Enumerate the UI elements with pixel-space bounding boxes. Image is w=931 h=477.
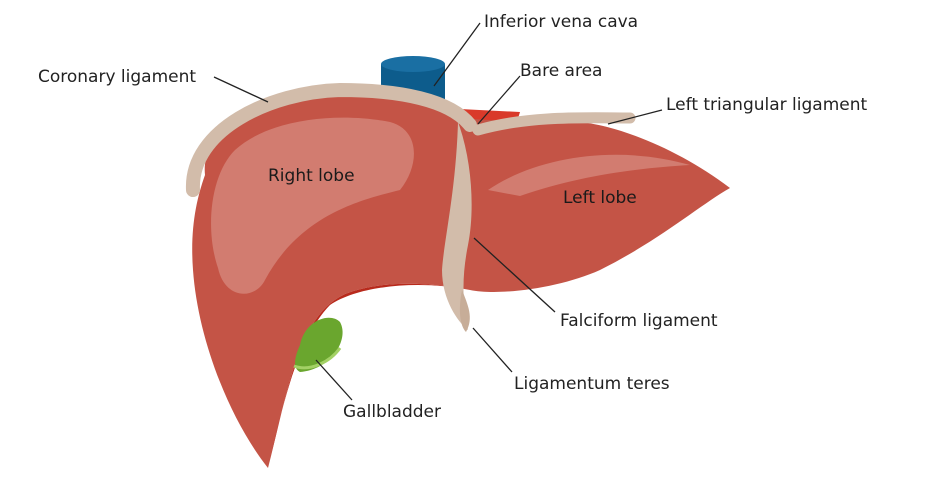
leader-falciform-ligament: [473, 237, 556, 313]
ligamentum-teres: [459, 290, 470, 332]
leader-coronary-ligament: [213, 76, 269, 103]
vena-cava-top: [381, 56, 445, 72]
label-ligamentum-teres: Ligamentum teres: [514, 374, 670, 394]
leader-bare-area: [477, 75, 521, 125]
label-inferior-vena-cava: Inferior vena cava: [484, 12, 638, 32]
label-coronary-ligament: Coronary ligament: [38, 67, 196, 87]
label-gallbladder: Gallbladder: [343, 402, 441, 422]
right-lobe-highlight: [211, 117, 414, 294]
label-falciform-ligament: Falciform ligament: [560, 311, 718, 331]
leader-inferior-vena-cava: [433, 22, 481, 87]
leader-ligamentum-teres: [472, 327, 513, 373]
left-triangular-ligament: [472, 112, 636, 136]
label-bare-area: Bare area: [520, 61, 602, 81]
coronary-ligament: [185, 82, 477, 197]
label-right-lobe: Right lobe: [268, 166, 355, 186]
falciform-ligament: [442, 122, 472, 330]
leader-left-triangular-ligament: [607, 109, 663, 125]
left-lobe-highlight: [488, 154, 690, 196]
label-left-lobe: Left lobe: [563, 188, 637, 208]
gallbladder-body: [295, 317, 343, 372]
label-left-triangular-ligament: Left triangular ligament: [666, 95, 868, 115]
leader-gallbladder: [315, 359, 353, 401]
